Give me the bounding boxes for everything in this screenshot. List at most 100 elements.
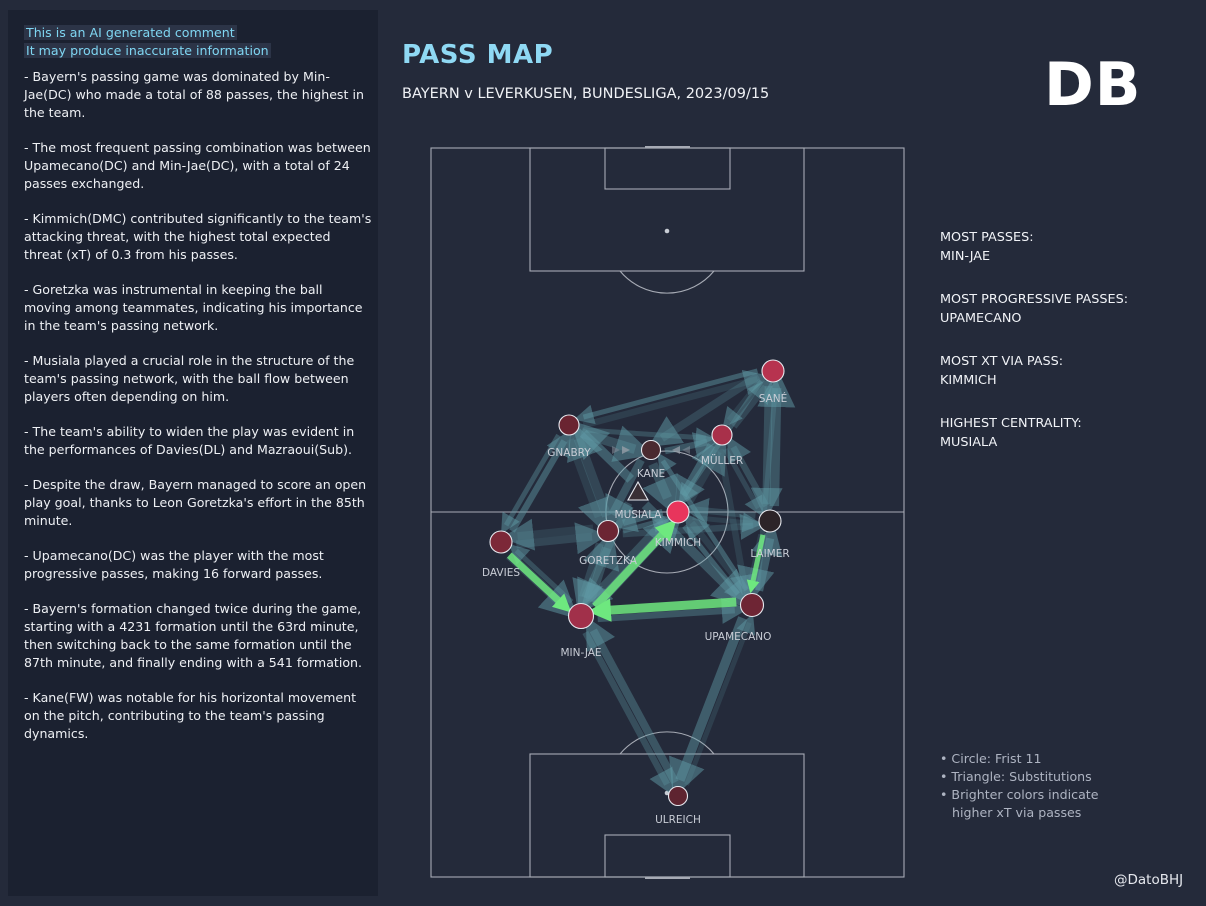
- comment-item: - The team's ability to widen the play w…: [24, 424, 355, 457]
- stat-most-progressive-passes: MOST PROGRESSIVE PASSES: UPAMECANO: [940, 290, 1128, 328]
- player-label: GORETZKA: [579, 555, 638, 567]
- player-circle-marker: [666, 500, 690, 524]
- pass-line: [582, 630, 674, 796]
- ai-comment-panel: This is an AI generated comment It may p…: [8, 10, 378, 896]
- pass-line: [682, 498, 756, 524]
- pass-line: [582, 369, 771, 429]
- player-nodes: SANÉ GNABRY KANE MÜLLER MUSIALA KIMMICH GORETZ…: [482, 359, 790, 826]
- pass-line: [508, 543, 574, 604]
- top-penalty-box: [529, 147, 805, 272]
- player-circle-marker: [758, 509, 782, 533]
- comment-item: - Kane(FW) was notable for his horizonta…: [24, 690, 357, 741]
- kane-right-arrow-icon: [682, 446, 690, 454]
- pass-line: [509, 429, 571, 533]
- stat-label: MOST PASSES:: [940, 230, 1034, 245]
- pass-line: [669, 616, 748, 798]
- ai-disclaimer: This is an AI generated comment It may p…: [24, 24, 271, 60]
- stat-label: MOST XT VIA PASS:: [940, 354, 1064, 369]
- kane-movement-arrows: [612, 446, 690, 454]
- player-circle-marker: [558, 414, 580, 436]
- map-legend: • Circle: Frist 11 • Triangle: Substitut…: [940, 750, 1098, 822]
- player-node: DAVIES: [482, 530, 520, 579]
- bottom-six-yard-box: [604, 834, 731, 878]
- comment-item: - Musiala played a crucial role in the s…: [24, 353, 355, 404]
- pass-line: [757, 369, 796, 507]
- player-node: GORETZKA: [579, 519, 638, 567]
- disclaimer-line-1: This is an AI generated comment: [24, 25, 237, 40]
- player-circle-marker: [739, 592, 765, 618]
- player-label: SANÉ: [759, 392, 788, 405]
- player-label: MIN-JAE: [560, 647, 601, 659]
- player-circle-marker: [667, 785, 689, 807]
- player-node: ULREICH: [655, 785, 701, 826]
- stat-most-passes: MOST PASSES: MIN-JAE: [940, 228, 1128, 266]
- pass-line: [717, 448, 756, 602]
- comment-item: - Kimmich(DMC) contributed significantly…: [24, 211, 372, 262]
- stat-highest-centrality: HIGHEST CENTRALITY: MUSIALA: [940, 414, 1128, 452]
- player-node: GNABRY: [547, 414, 591, 459]
- pass-line: [585, 616, 679, 785]
- player-circle-marker: [761, 359, 785, 383]
- stat-value: UPAMECANO: [940, 311, 1022, 326]
- player-circle-marker: [567, 602, 595, 630]
- player-label: KANE: [637, 468, 665, 480]
- stat-label: MOST PROGRESSIVE PASSES:: [940, 292, 1129, 307]
- pass-line: [573, 368, 759, 425]
- pass-line-highlight: [587, 597, 737, 622]
- legend-color-note: • Brighter colors indicate: [940, 787, 1099, 802]
- top-six-yard-box: [604, 147, 731, 190]
- stat-value: MUSIALA: [940, 435, 998, 450]
- brand-logo: DB: [1044, 50, 1142, 120]
- player-triangle-marker: [627, 480, 649, 501]
- player-node: LAIMER: [750, 509, 790, 560]
- player-circle-marker: [489, 530, 513, 554]
- pass-line: [604, 458, 645, 529]
- comment-list: - Bayern's passing game was dominated by…: [24, 68, 372, 760]
- player-circle-marker: [711, 424, 733, 446]
- player-node: SANÉ: [759, 359, 788, 405]
- stat-value: MIN-JAE: [940, 249, 991, 264]
- legend-circle: • Circle: Frist 11: [940, 751, 1042, 766]
- stat-most-xt: MOST XT VIA PASS: KIMMICH: [940, 352, 1128, 390]
- player-label: ULREICH: [655, 814, 701, 826]
- pass-line-highlight: [506, 552, 572, 613]
- stat-label: HIGHEST CENTRALITY:: [940, 416, 1082, 431]
- player-node: MUSIALA: [615, 480, 663, 521]
- player-circle-marker: [596, 519, 620, 543]
- legend-color-note-cont: higher xT via passes: [952, 805, 1082, 820]
- legend-triangle: • Triangle: Substitutions: [940, 769, 1092, 784]
- player-label: KIMMICH: [655, 537, 701, 549]
- kane-left-arrow-icon: [622, 446, 630, 454]
- comment-item: - Upamecano(DC) was the player with the …: [24, 548, 324, 581]
- player-label: MÜLLER: [701, 454, 743, 467]
- pass-line: [726, 435, 770, 508]
- match-subtitle: BAYERN v LEVERKUSEN, BUNDESLIGA, 2023/09…: [402, 86, 770, 102]
- comment-item: - Bayern's passing game was dominated by…: [24, 69, 364, 120]
- comment-item: - Despite the draw, Bayern managed to sc…: [24, 477, 367, 528]
- pass-line: [684, 613, 756, 786]
- player-label: UPAMECANO: [705, 631, 772, 643]
- player-node: MÜLLER: [701, 424, 743, 467]
- player-node: UPAMECANO: [705, 592, 772, 643]
- pass-line: [622, 513, 767, 540]
- pass-line: [569, 420, 635, 483]
- top-penalty-arc: [619, 270, 715, 294]
- pass-line-highlight: [592, 519, 677, 610]
- kane-right-arrow-icon: [672, 446, 680, 454]
- kane-left-arrow-icon: [612, 446, 620, 454]
- pass-line: [648, 372, 761, 447]
- stat-summary: MOST PASSES: MIN-JAE MOST PROGRESSIVE PA…: [940, 228, 1128, 476]
- pass-line: [597, 597, 748, 624]
- comment-item: - Bayern's formation changed twice durin…: [24, 601, 363, 670]
- bottom-penalty-arc: [619, 731, 715, 755]
- player-node: MIN-JAE: [560, 602, 602, 659]
- comment-item: - Goretzka was instrumental in keeping t…: [24, 282, 363, 333]
- player-node: KIMMICH: [655, 500, 701, 549]
- player-circle-marker: [640, 439, 662, 461]
- player-label: MUSIALA: [615, 509, 663, 521]
- player-label: LAIMER: [750, 548, 789, 560]
- author-credit: @DatoBHJ: [1114, 872, 1184, 888]
- comment-item: - The most frequent passing combination …: [24, 140, 371, 191]
- pass-line-highlight: [746, 534, 766, 594]
